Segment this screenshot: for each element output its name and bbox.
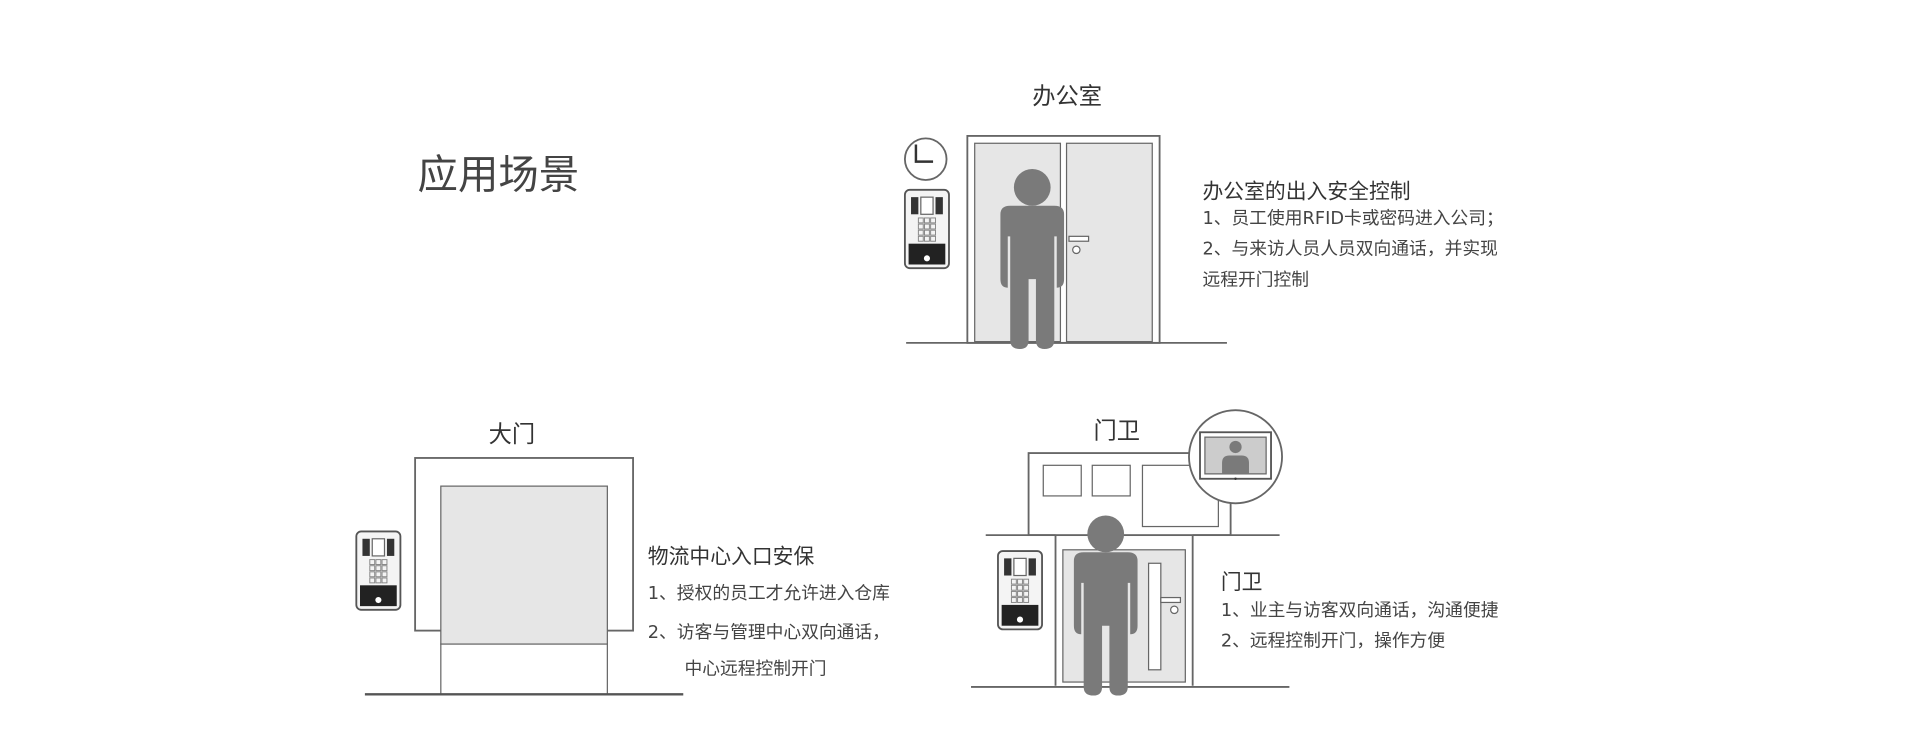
office-heading: 办公室的出入安全控制 <box>1202 180 1411 205</box>
intercom-device-icon <box>355 530 402 611</box>
gate-line-3: 中心远程控制开门 <box>684 660 827 680</box>
gate-line-2: 2、访客与管理中心双向通话， <box>647 623 890 643</box>
guard-line-2: 2、远程控制开门，操作方便 <box>1220 631 1446 652</box>
office-illustration <box>903 135 1227 349</box>
intercom-device-icon <box>903 188 950 270</box>
gate-heading: 物流中心入口安保 <box>647 544 815 570</box>
gate-line-1: 1、授权的员工才允许进入仓库 <box>647 584 890 604</box>
intercom-device-icon <box>997 550 1043 631</box>
office-line-1: 1、员工使用RFID卡或密码进入公司； <box>1202 209 1504 229</box>
guard-label: 门卫 <box>1093 417 1141 445</box>
guard-line-1: 1、业主与访客双向通话，沟通便捷 <box>1220 601 1499 621</box>
guard-heading: 门卫 <box>1220 570 1263 596</box>
guard-illustration <box>971 409 1290 696</box>
office-label: 办公室 <box>1032 83 1103 111</box>
page-title: 应用场景 <box>417 150 580 199</box>
gate-illustration <box>355 457 684 696</box>
office-line-2: 2、与来访人员人员双向通话，并实现 <box>1202 240 1498 260</box>
gate-label: 大门 <box>488 421 536 449</box>
office-line-3: 远程开门控制 <box>1202 270 1309 291</box>
clock-icon <box>903 137 948 181</box>
